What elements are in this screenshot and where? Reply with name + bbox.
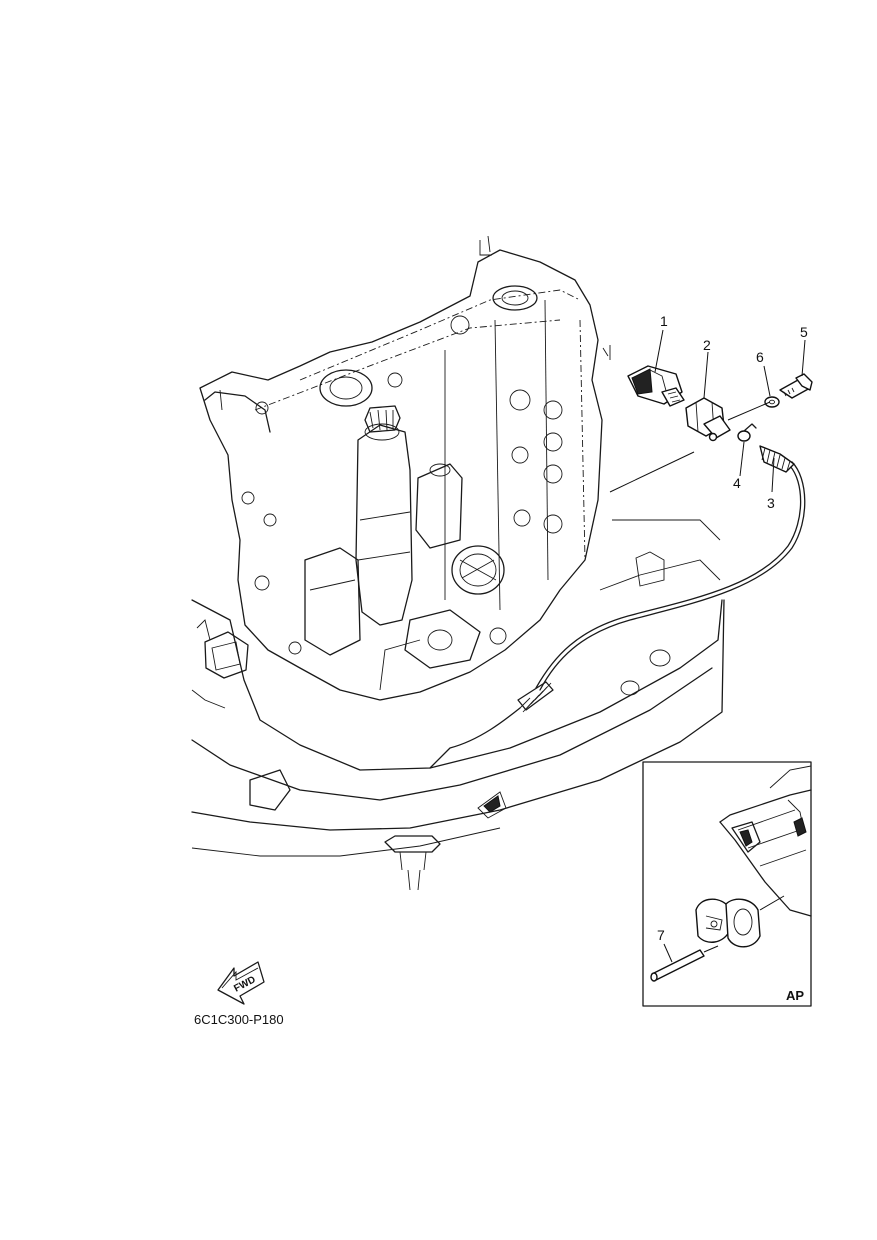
engine-block: [199, 235, 611, 701]
inset-grommet: [695, 898, 761, 948]
bottom-cowling: [191, 519, 725, 891]
inset-label: AP: [786, 988, 804, 1003]
part-1-sensor: [627, 365, 685, 407]
callout-1: 1: [660, 313, 668, 329]
part-2-adapter: [685, 397, 731, 442]
callout-5: 5: [800, 324, 808, 340]
callout-3: 3: [767, 495, 775, 511]
callout-4: 4: [733, 475, 741, 491]
cable-protector-lower: [517, 681, 554, 713]
inset-detail: 7 AP: [642, 761, 812, 1007]
part-4-clip: [737, 423, 757, 442]
part-7-pin: [650, 949, 705, 982]
callout-leaders: [654, 329, 806, 493]
part-6-washer: [764, 396, 780, 408]
callout-7: 7: [657, 927, 665, 943]
part-3-protector: [759, 445, 795, 473]
callout-6: 6: [756, 349, 764, 365]
part-5-bolt: [779, 373, 813, 399]
drawing-code: 6C1C300-P180: [194, 1012, 284, 1027]
callout-2: 2: [703, 337, 711, 353]
fwd-arrow: FWD: [217, 961, 265, 1005]
sensor-cable: [429, 451, 806, 769]
